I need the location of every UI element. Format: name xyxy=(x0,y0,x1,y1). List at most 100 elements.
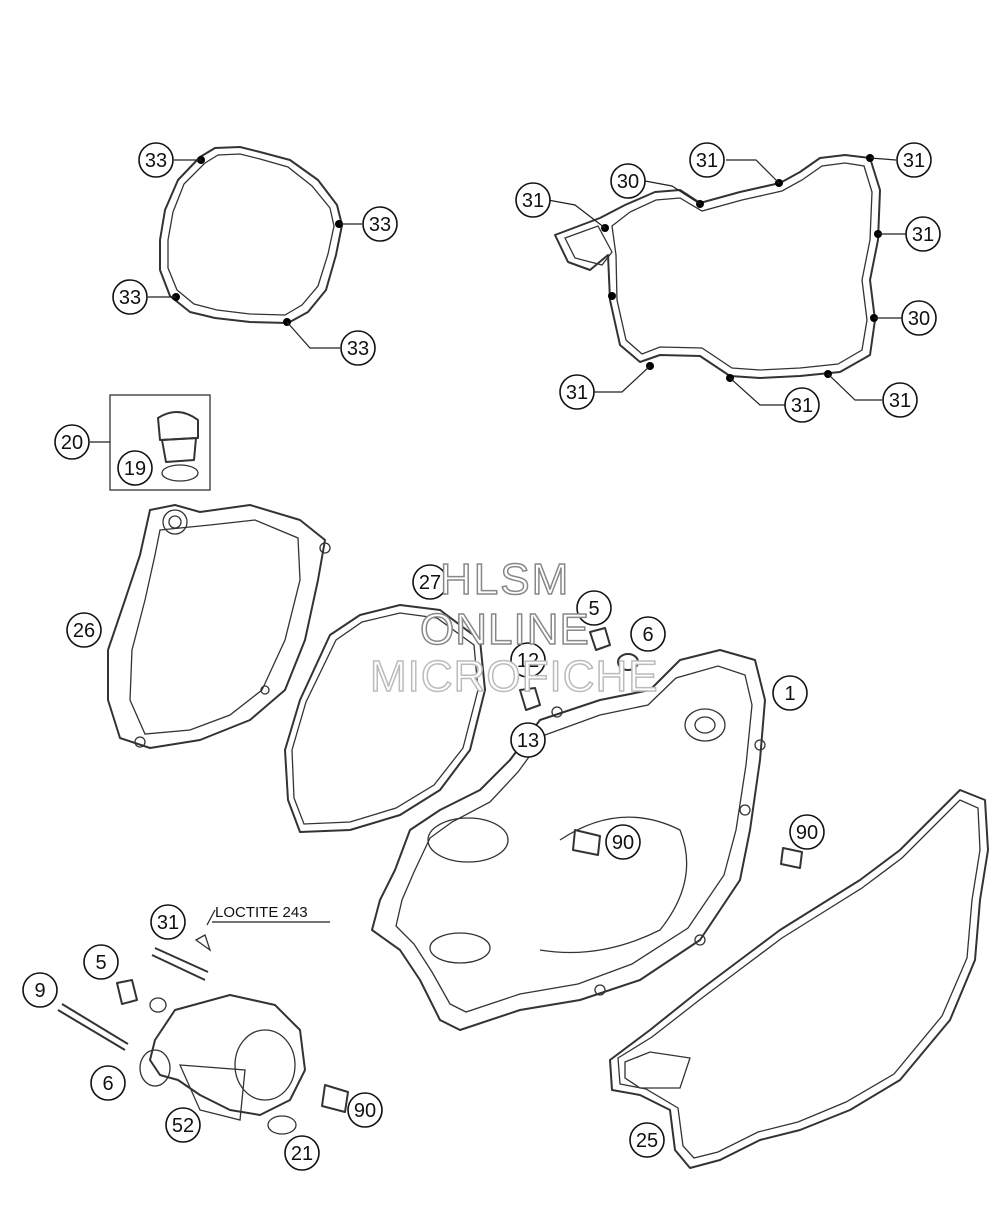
callout-circle xyxy=(340,330,376,366)
callout-label: 1 xyxy=(784,683,795,705)
leader-lines xyxy=(90,157,906,443)
watermark-line-3: MICROFICHE xyxy=(369,651,659,702)
callout-30: 30 xyxy=(610,163,646,199)
callout-19: 19 xyxy=(117,450,153,486)
callout-30: 30 xyxy=(901,300,937,336)
callout-label: 5 xyxy=(95,952,106,974)
callout-circle xyxy=(510,722,546,758)
callout-31: 31 xyxy=(896,142,932,178)
ignition-cover xyxy=(107,504,331,749)
callout-circle xyxy=(138,142,174,178)
callout-20: 20 xyxy=(54,424,90,460)
callout-circle xyxy=(165,1107,201,1143)
callout-label: 90 xyxy=(796,822,818,844)
callout-label: 5 xyxy=(588,598,599,620)
callout-label: 31 xyxy=(566,382,588,404)
callout-1: 1 xyxy=(772,675,808,711)
callout-label: 52 xyxy=(172,1115,194,1137)
callout-circle xyxy=(66,612,102,648)
callout-circle xyxy=(789,814,825,850)
callout-33: 33 xyxy=(112,279,148,315)
callout-31: 31 xyxy=(515,182,551,218)
callout-label: 9 xyxy=(34,980,45,1002)
callout-31: 31 xyxy=(689,142,725,178)
callout-circle xyxy=(576,590,612,626)
callout-31: 31 xyxy=(882,382,918,418)
ignition-cover-gasket-large xyxy=(284,604,486,833)
callout-label: 33 xyxy=(119,287,141,309)
callout-label: 31 xyxy=(696,150,718,172)
callout-label: 30 xyxy=(908,308,930,330)
callout-circle xyxy=(901,300,937,336)
callout-circle xyxy=(90,1065,126,1101)
callout-circle xyxy=(896,142,932,178)
water-pump-assembly xyxy=(57,909,349,1135)
callout-5: 5 xyxy=(576,590,612,626)
callout-circle xyxy=(284,1135,320,1171)
callout-circle xyxy=(784,387,820,423)
callout-circle xyxy=(629,1122,665,1158)
callout-label: 20 xyxy=(61,432,83,454)
callout-90: 90 xyxy=(605,824,641,860)
callout-circle xyxy=(605,824,641,860)
callout-label: 26 xyxy=(73,620,95,642)
callout-circle xyxy=(412,564,448,600)
callout-label: 6 xyxy=(642,624,653,646)
callout-25: 25 xyxy=(629,1122,665,1158)
callout-31: 31 xyxy=(905,216,941,252)
callout-label: 21 xyxy=(291,1143,313,1165)
callout-9: 9 xyxy=(22,972,58,1008)
callout-31: 31 xyxy=(150,904,186,940)
callout-label: 30 xyxy=(617,171,639,193)
callout-33: 33 xyxy=(340,330,376,366)
callout-circle xyxy=(610,163,646,199)
callout-label: 31 xyxy=(157,912,179,934)
callout-label: 33 xyxy=(369,214,391,236)
callout-label: 90 xyxy=(612,832,634,854)
callout-label: 27 xyxy=(419,572,441,594)
callout-circle xyxy=(117,450,153,486)
callout-label: 33 xyxy=(347,338,369,360)
callout-label: 31 xyxy=(889,390,911,412)
clutch-cover-gasket-small xyxy=(554,154,882,382)
callout-circle xyxy=(22,972,58,1008)
callout-5: 5 xyxy=(83,944,119,980)
watermark-line-1: HLSM xyxy=(439,554,571,605)
callout-label: 6 xyxy=(102,1073,113,1095)
callout-circle xyxy=(772,675,808,711)
callout-90: 90 xyxy=(789,814,825,850)
callout-circle xyxy=(83,944,119,980)
callout-90: 90 xyxy=(347,1092,383,1128)
callout-circle xyxy=(362,206,398,242)
callout-label: 12 xyxy=(517,650,539,672)
callout-33: 33 xyxy=(362,206,398,242)
callout-label: 31 xyxy=(912,224,934,246)
callout-circle xyxy=(905,216,941,252)
callout-26: 26 xyxy=(66,612,102,648)
callout-52: 52 xyxy=(165,1107,201,1143)
ignition-cover-gasket xyxy=(159,146,343,326)
callout-13: 13 xyxy=(510,722,546,758)
callout-6: 6 xyxy=(90,1065,126,1101)
callout-27: 27 xyxy=(412,564,448,600)
callout-circle xyxy=(112,279,148,315)
callout-21: 21 xyxy=(284,1135,320,1171)
callout-label: 31 xyxy=(522,190,544,212)
callout-6: 6 xyxy=(630,616,666,652)
callout-33: 33 xyxy=(138,142,174,178)
callout-circle xyxy=(630,616,666,652)
clutch-cover-gasket xyxy=(609,789,989,1169)
callout-circle xyxy=(689,142,725,178)
clutch-cover xyxy=(371,649,766,1031)
callout-label: 31 xyxy=(791,395,813,417)
callout-label: 25 xyxy=(636,1130,658,1152)
loctite-note: LOCTITE 243 xyxy=(215,904,308,921)
callout-label: 19 xyxy=(124,458,146,480)
callout-12: 12 xyxy=(510,642,546,678)
callout-circle xyxy=(882,382,918,418)
callout-label: 31 xyxy=(903,150,925,172)
callout-circle xyxy=(54,424,90,460)
callout-circle xyxy=(559,374,595,410)
